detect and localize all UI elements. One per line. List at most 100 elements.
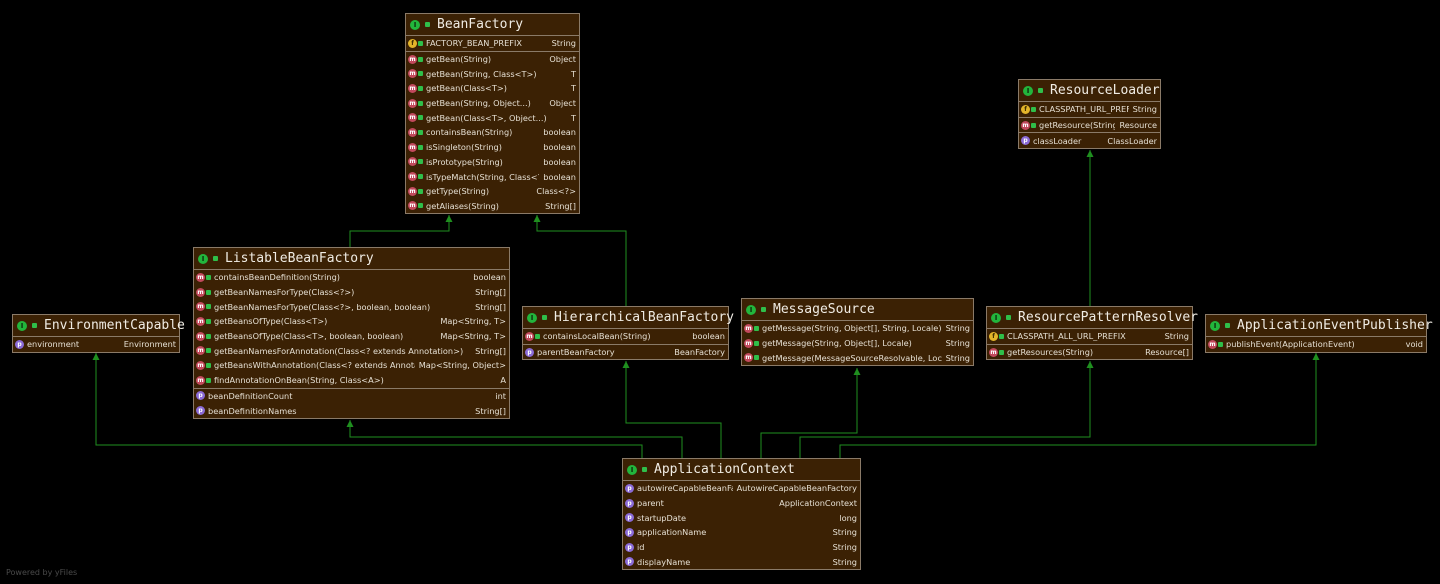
arrowhead xyxy=(1312,353,1320,360)
member-type: Resource xyxy=(1119,120,1157,131)
member-name: getBean(Class<T>, Object...) xyxy=(426,112,547,123)
method-icon: m xyxy=(408,186,417,196)
interface-icon: I xyxy=(17,320,27,331)
public-visibility-icon xyxy=(213,256,218,261)
member-type: String xyxy=(1164,331,1189,342)
member-section: m getMessage(String, Object[], String, Lo… xyxy=(742,321,973,365)
member-name: getBean(String, Class<T>) xyxy=(426,68,537,79)
class-node-resource-loader[interactable]: IResourceLoaderfCLASSPATH_URL_PREFIXStri… xyxy=(1018,79,1161,150)
member-name: id xyxy=(637,542,645,553)
method-row[interactable]: m getMessage(String, Object[], String, Lo… xyxy=(742,321,973,336)
edge-application-context-to-resource-pattern-resolver xyxy=(799,361,1094,458)
member-type: Map<String, T> xyxy=(440,331,506,342)
member-name: getBeansOfType(Class<T>, boolean, boolea… xyxy=(214,331,404,342)
member-type: String[] xyxy=(475,405,506,416)
method-icon: m xyxy=(408,142,417,152)
method-icon: m xyxy=(408,201,417,211)
member-type: Class<?> xyxy=(536,186,576,197)
member-type: Environment xyxy=(123,339,176,350)
member-type: String xyxy=(945,352,970,363)
member-type: long xyxy=(839,512,857,523)
member-section: pautowireCapableBeanFactoryAutowireCapab… xyxy=(623,481,860,569)
public-visibility-icon xyxy=(206,348,211,354)
member-type: String xyxy=(945,323,970,334)
member-type: String[] xyxy=(475,345,506,356)
member-name: findAnnotationOnBean(String, Class<A>) xyxy=(214,375,384,386)
public-visibility-icon xyxy=(418,71,423,77)
property-icon: p xyxy=(625,542,634,552)
interface-icon: I xyxy=(410,19,420,30)
member-type: String[] xyxy=(475,287,506,298)
method-icon: m xyxy=(196,346,205,356)
method-icon: m xyxy=(744,323,753,333)
edge-application-context-to-message-source xyxy=(760,368,861,458)
member-type: String xyxy=(1132,104,1157,115)
property-icon: p xyxy=(15,339,24,349)
property-row[interactable]: pautowireCapableBeanFactoryAutowireCapab… xyxy=(623,481,860,496)
public-visibility-icon xyxy=(425,22,430,27)
interface-icon: I xyxy=(1210,320,1220,331)
arrowhead xyxy=(533,215,541,222)
public-visibility-icon xyxy=(206,289,211,295)
member-name: getMessage(String, Object[], String, Loc… xyxy=(762,323,942,334)
public-visibility-icon xyxy=(1218,341,1223,347)
member-type: String[] xyxy=(545,200,576,211)
public-visibility-icon xyxy=(1031,122,1036,128)
public-visibility-icon xyxy=(761,307,766,312)
property-icon: p xyxy=(625,527,634,537)
method-icon: m xyxy=(408,83,417,93)
public-visibility-icon xyxy=(418,203,423,209)
public-visibility-icon xyxy=(206,362,211,368)
